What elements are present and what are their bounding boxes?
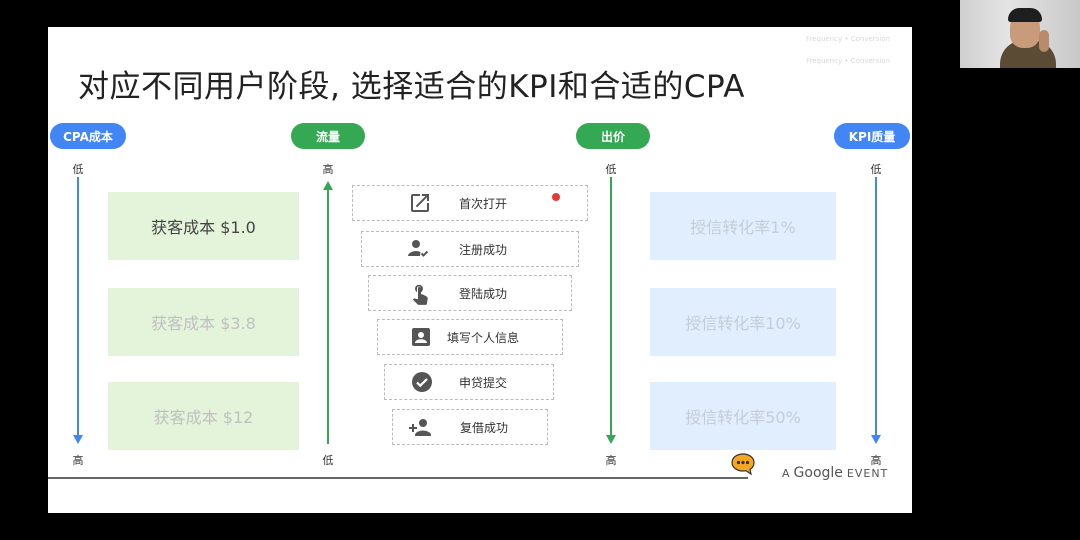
kpi-bottom-label: 高 [870, 454, 882, 467]
kpi-arrow-head [871, 435, 881, 444]
google-wordmark: Google [793, 465, 843, 481]
bid-arrow-line [610, 177, 612, 437]
google-event-branding: A Google EVENT [782, 465, 888, 481]
funnel-step: 注册成功 [361, 231, 579, 267]
traffic-bottom-label: 低 [322, 454, 334, 467]
person-add-icon [407, 414, 433, 440]
kpi-header-pill: KPI质量 [834, 123, 910, 149]
funnel-step-label: 填写个人信息 [447, 330, 520, 345]
traffic-top-label: 高 [322, 163, 334, 176]
bid-header-pill: 出价 [576, 123, 650, 149]
cost-box: 获客成本 $1.0 [108, 192, 299, 260]
funnel-step: 首次打开 [352, 185, 588, 221]
bid-bottom-label: 高 [605, 454, 617, 467]
cost-box: 获客成本 $12 [108, 382, 299, 450]
kpi-box: 授信转化率10% [650, 288, 836, 356]
touch-icon [407, 280, 433, 306]
traffic-arrow-head [323, 181, 333, 190]
red-dot-indicator [552, 193, 560, 201]
branding-suffix: EVENT [846, 467, 889, 480]
speaker-hand [1039, 30, 1049, 52]
check-circle-icon [409, 369, 435, 395]
funnel-step: 复借成功 [392, 409, 548, 445]
speaker-hair [1008, 8, 1042, 22]
chat-bubble-logo-icon [730, 452, 756, 476]
bid-arrow-head [606, 435, 616, 444]
traffic-header-pill: 流量 [291, 123, 365, 149]
cpa-bottom-label: 高 [72, 454, 84, 467]
faint-header-text: Frequency • Conversion [806, 57, 890, 65]
cpa-top-label: 低 [72, 163, 84, 176]
kpi-top-label: 低 [870, 163, 882, 176]
funnel-step: 填写个人信息 [377, 319, 563, 355]
contact-card-icon [408, 324, 434, 350]
faint-header-text: Frequency • Conversion [806, 35, 890, 43]
person-check-icon [406, 236, 432, 262]
cpa-header-pill: CPA成本 [50, 123, 126, 149]
funnel-step-label: 申贷提交 [459, 375, 508, 390]
funnel-step-label: 复借成功 [460, 420, 509, 435]
cpa-arrow-line [77, 177, 79, 437]
branding-prefix: A [782, 467, 790, 480]
slide-baseline [48, 477, 748, 479]
cpa-arrow-head [73, 435, 83, 444]
webcam-video-tile[interactable] [960, 0, 1080, 68]
cost-box: 获客成本 $3.8 [108, 288, 299, 356]
funnel-step: 登陆成功 [368, 275, 572, 311]
kpi-box: 授信转化率1% [650, 192, 836, 260]
presentation-slide: 对应不同用户阶段, 选择适合的KPI和合适的CPA Frequency • Co… [48, 27, 912, 513]
slide-title: 对应不同用户阶段, 选择适合的KPI和合适的CPA [78, 69, 745, 105]
funnel-step: 申贷提交 [384, 364, 554, 400]
kpi-arrow-line [875, 177, 877, 437]
open-in-new-icon [407, 190, 433, 216]
funnel-step-label: 首次打开 [459, 196, 508, 211]
bid-top-label: 低 [605, 163, 617, 176]
funnel-step-label: 注册成功 [459, 242, 508, 257]
kpi-box: 授信转化率50% [650, 382, 836, 450]
traffic-arrow-line [327, 188, 329, 444]
funnel-step-label: 登陆成功 [459, 286, 508, 301]
